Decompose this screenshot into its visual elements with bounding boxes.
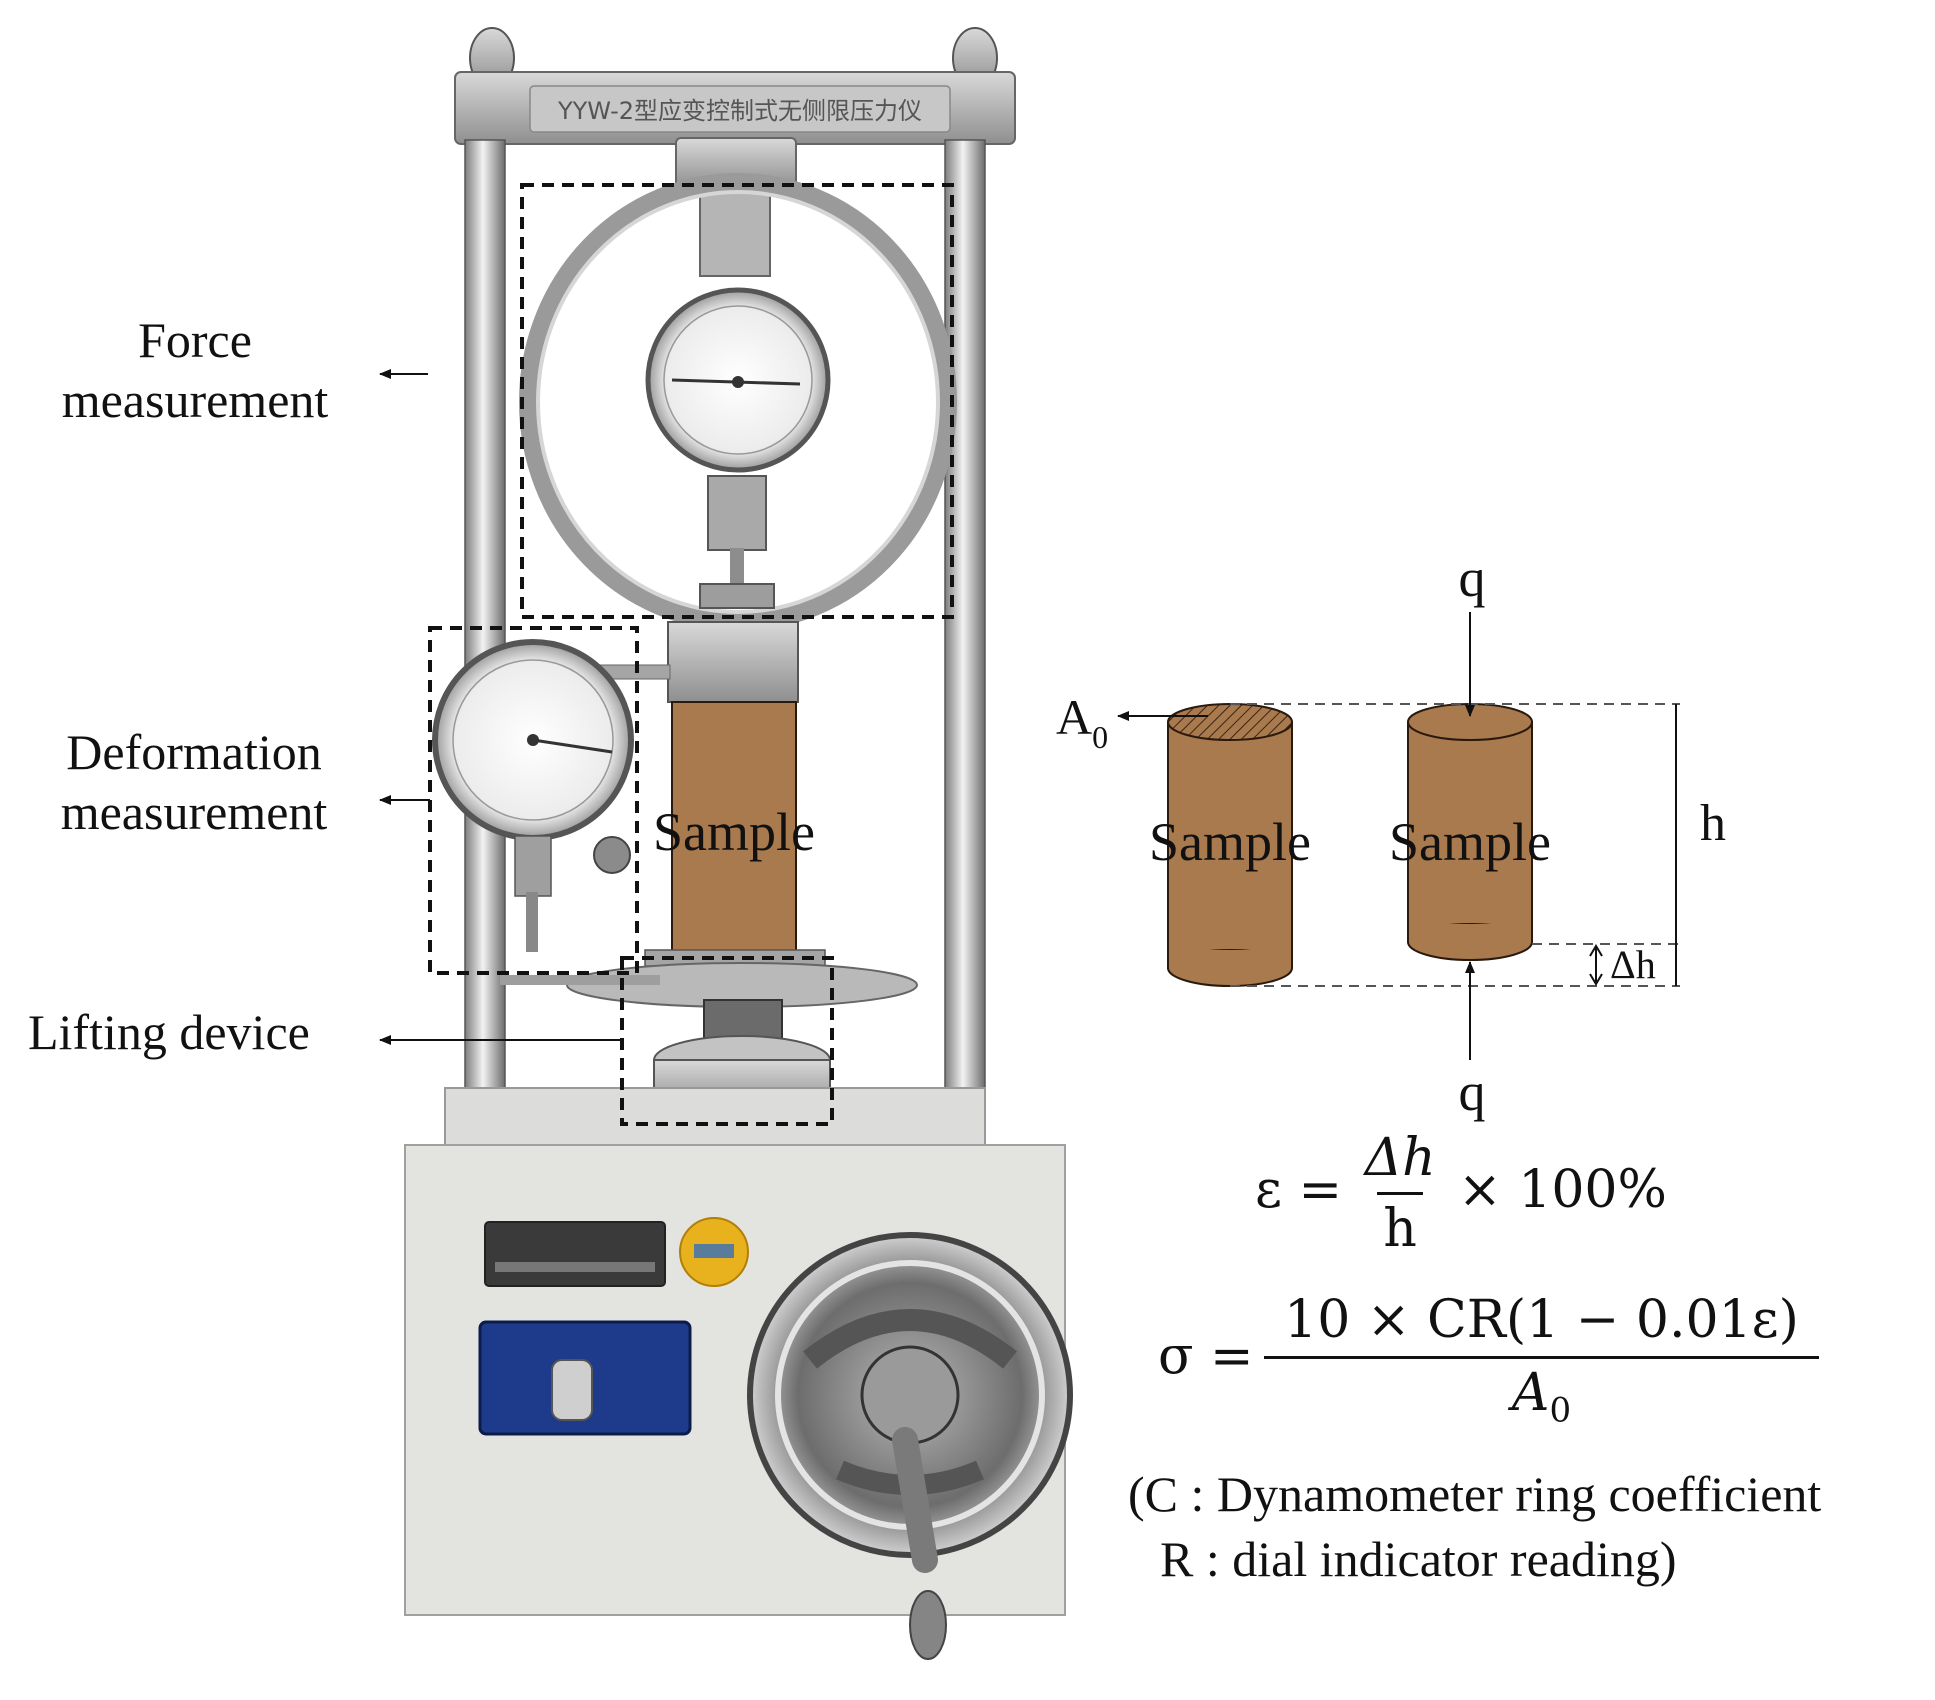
sample-specimen-label: Sample [653, 802, 815, 862]
reading-note: R : dial indicator reading) [1160, 1531, 1677, 1587]
load-bottom-label: q [1459, 1062, 1486, 1122]
strain-lhs: ε = [1255, 1160, 1343, 1220]
strain-formula: ε = Δh h × 100% [1255, 1128, 1667, 1259]
strain-numerator: Δh [1364, 1128, 1436, 1188]
stress-denominator: A0 [1264, 1356, 1819, 1430]
force-measurement-box [520, 183, 954, 619]
area-label: A [1056, 689, 1092, 745]
coefficient-note: (C : Dynamometer ring coefficient [1128, 1466, 1822, 1522]
nameplate-text: YYW-2型应变控制式无侧限压力仪 [557, 97, 922, 125]
deformation-measurement-line2: measurement [60, 784, 328, 840]
height-label: h [1700, 795, 1726, 852]
deformation-measurement-line1: Deformation [66, 724, 322, 780]
lifting-device-label: Lifting device [28, 1004, 310, 1060]
area-label-sub: 0 [1092, 719, 1108, 755]
hand-wheel-crank[interactable] [892, 1427, 938, 1573]
nameplate [529, 85, 951, 133]
stress-numerator: 10 × CR(1 − 0.01ε) [1284, 1290, 1799, 1350]
stress-lhs: σ = [1158, 1326, 1254, 1387]
deformation-measurement-label: Deformation measurement [28, 722, 360, 842]
area-hatched-top [1167, 703, 1293, 741]
stress-fraction: 10 × CR(1 − 0.01ε) A0 [1264, 1290, 1819, 1430]
ring-clamp-top [699, 185, 771, 277]
strain-denominator: h [1377, 1192, 1423, 1259]
ring-clamp-bottom [707, 475, 767, 551]
strain-fraction: Δh h [1359, 1128, 1442, 1259]
force-measurement-label: Force measurement [30, 310, 360, 430]
strain-rhs: × 100% [1458, 1160, 1667, 1220]
loading-piston [667, 621, 799, 703]
test-apparatus: YYW-2型应变控制式无侧限压力仪 [404, 27, 1073, 1660]
load-top-label: q [1459, 548, 1486, 608]
sample-left-label: Sample [1149, 812, 1311, 872]
schematic-diagram: Sample Sample h Δh A0 q [1056, 548, 1726, 1122]
column-right [944, 139, 986, 1126]
sample-right-label: Sample [1389, 812, 1551, 872]
force-measurement-line2: measurement [61, 372, 329, 428]
manufacturer-plate [484, 1221, 666, 1287]
height-change-label: Δh [1610, 942, 1656, 987]
svg-text:A0: A0 [1056, 689, 1108, 755]
toggle-switch[interactable] [551, 1359, 593, 1421]
deformation-dial-needle [532, 738, 613, 754]
stress-formula: σ = 10 × CR(1 − 0.01ε) A0 [1158, 1290, 1819, 1430]
column-left [464, 139, 506, 1126]
force-measurement-line1: Force [138, 312, 252, 368]
